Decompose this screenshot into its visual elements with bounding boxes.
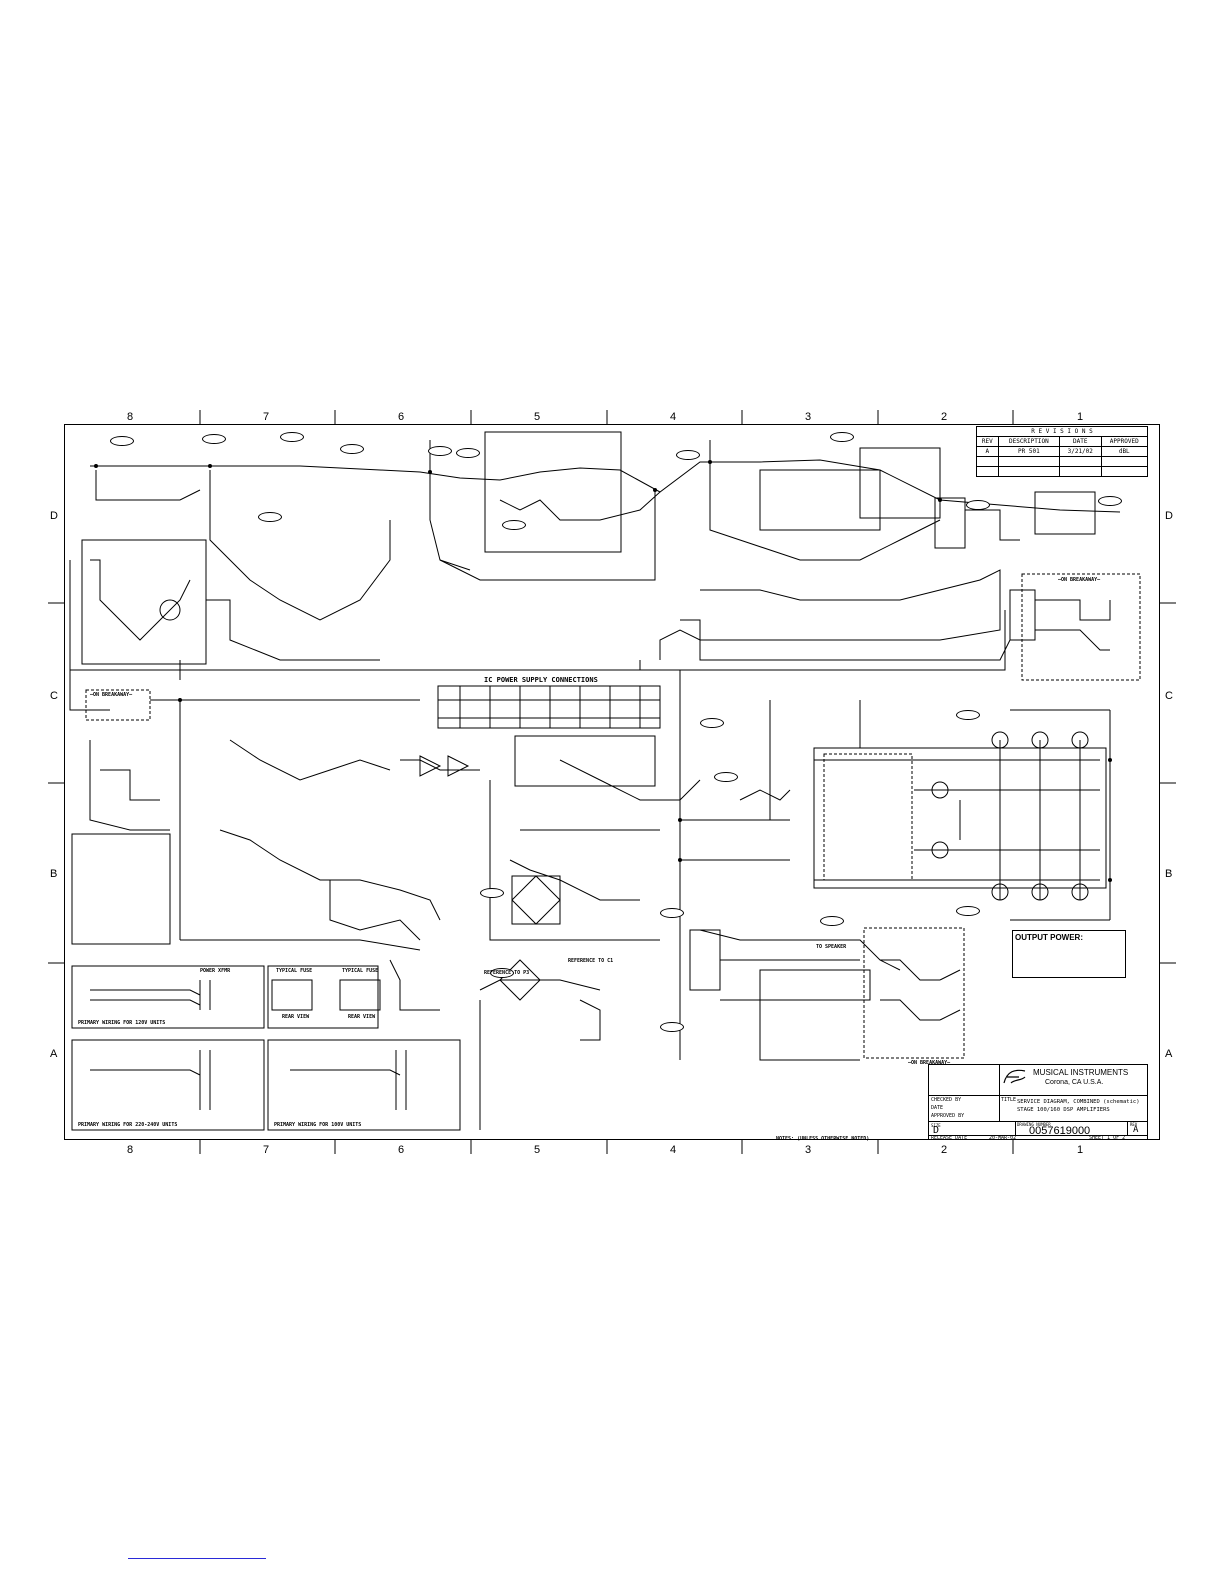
ref-oval: [110, 436, 134, 446]
ref-oval: [714, 772, 738, 782]
approved-col-header: APPROVED: [1100, 436, 1149, 447]
schematic-sheet: [64, 424, 1160, 1140]
zone-7-top: 7: [263, 411, 270, 423]
reference-p3-label: REFERENCE TO P3: [484, 970, 530, 976]
ref-oval: [340, 444, 364, 454]
approved-by-label: APPROVED BY: [931, 1113, 965, 1119]
rear-view-2-label: REAR VIEW: [348, 1014, 376, 1020]
zone-c-left: C: [50, 690, 58, 702]
notes-label: NOTES: (UNLESS OTHERWISE NOTED): [776, 1136, 870, 1142]
description-col-header: DESCRIPTION: [997, 436, 1061, 447]
title-block-notice: [929, 1065, 1000, 1095]
ref-oval: [280, 432, 304, 442]
revisions-table: R E V I S I O N S REV DESCRIPTION DATE A…: [976, 426, 1149, 477]
ref-oval: [490, 968, 514, 978]
zone-2-bottom: 2: [941, 1144, 948, 1156]
ref-oval: [660, 1022, 684, 1032]
zone-d-right: D: [1165, 510, 1173, 522]
output-power-box: OUTPUT POWER:: [1012, 930, 1126, 978]
zone-3-top: 3: [805, 411, 812, 423]
ref-oval: [456, 448, 480, 458]
approved-cell: dBL: [1100, 446, 1149, 457]
title-line-2: STAGE 100/160 DSP AMPLIFIERS: [1017, 1107, 1110, 1113]
rev-value: A: [1133, 1125, 1139, 1135]
rev-label: REV: [1130, 1122, 1138, 1127]
ref-oval: [660, 908, 684, 918]
table-row: A PR 501 3/21/02 dBL: [976, 446, 1149, 457]
drawing-number-label: DRAWING NUMBER: [1017, 1122, 1051, 1127]
zone-8-top: 8: [127, 411, 134, 423]
ref-oval: [480, 888, 504, 898]
description-cell: PR 501: [997, 446, 1061, 457]
ref-oval: [700, 718, 724, 728]
title-block: MUSICAL INSTRUMENTS Corona, CA U.S.A. CH…: [928, 1064, 1148, 1141]
date-label: DATE: [931, 1105, 944, 1111]
zone-6-bottom: 6: [398, 1144, 405, 1156]
zone-4-bottom: 4: [670, 1144, 677, 1156]
ic-power-label: IC POWER SUPPLY CONNECTIONS: [484, 676, 598, 684]
breakaway-left-label: —ON BREAKAWAY—: [90, 692, 133, 698]
wiring-100-label: PRIMARY WIRING FOR 100V UNITS: [274, 1122, 362, 1128]
zone-7-bottom: 7: [263, 1144, 270, 1156]
ref-oval: [966, 500, 990, 510]
ref-oval: [820, 916, 844, 926]
reference-c1-label: REFERENCE TO C1: [568, 958, 614, 964]
company-name: MUSICAL INSTRUMENTS: [1033, 1068, 1129, 1077]
zone-6-top: 6: [398, 411, 405, 423]
date-cell: 3/21/02: [1059, 446, 1102, 457]
breakaway-top-right-label: —ON BREAKAWAY—: [1058, 577, 1101, 583]
revisions-title: R E V I S I O N S: [976, 426, 1148, 437]
ref-oval: [956, 906, 980, 916]
release-date: 20-MAR-02: [989, 1135, 1017, 1141]
zone-1-bottom: 1: [1077, 1144, 1084, 1156]
ref-oval: [956, 710, 980, 720]
zone-3-bottom: 3: [805, 1144, 812, 1156]
size-value: D: [933, 1125, 940, 1136]
zone-b-right: B: [1165, 868, 1173, 880]
zone-c-right: C: [1165, 690, 1173, 702]
drawing-number: 0057619000: [1029, 1125, 1091, 1137]
breakaway-bottom-label: —ON BREAKAWAY—: [908, 1060, 951, 1066]
typical-fuse-220-label: TYPICAL FUSE: [342, 968, 379, 974]
typical-fuse-120-label: TYPICAL FUSE: [276, 968, 313, 974]
size-label: SIZE: [931, 1123, 941, 1128]
output-power-title: OUTPUT POWER:: [1015, 933, 1083, 942]
ref-oval: [502, 520, 526, 530]
zone-1-top: 1: [1077, 411, 1084, 423]
to-speaker-label: TO SPEAKER: [816, 944, 847, 950]
title-label: TITLE: [1001, 1097, 1017, 1103]
ref-oval: [830, 432, 854, 442]
zone-b-left: B: [50, 868, 58, 880]
zone-5-top: 5: [534, 411, 541, 423]
power-xfmr-label: POWER XFMR: [200, 968, 231, 974]
zone-d-left: D: [50, 510, 58, 522]
release-date-label: RELEASE DATE: [931, 1135, 968, 1141]
ref-oval: [258, 512, 282, 522]
sheet-number: SHEET 1 OF 2: [1089, 1135, 1126, 1141]
zone-5-bottom: 5: [534, 1144, 541, 1156]
ref-oval: [1098, 496, 1122, 506]
checked-by-label: CHECKED BY: [931, 1097, 962, 1103]
fender-logo: [1001, 1067, 1029, 1087]
title-line-1: SERVICE DIAGRAM, COMBINED (schematic): [1017, 1099, 1140, 1105]
zone-a-right: A: [1165, 1048, 1173, 1060]
zone-a-left: A: [50, 1048, 58, 1060]
rev-cell: A: [976, 446, 999, 457]
ref-oval: [676, 450, 700, 460]
date-col-header: DATE: [1059, 436, 1102, 447]
ref-oval: [428, 446, 452, 456]
rev-col-header: REV: [976, 436, 999, 447]
zone-4-top: 4: [670, 411, 677, 423]
ref-oval: [202, 434, 226, 444]
zone-2-top: 2: [941, 411, 948, 423]
company-location: Corona, CA U.S.A.: [1045, 1079, 1104, 1086]
wiring-220-label: PRIMARY WIRING FOR 220-240V UNITS: [78, 1122, 178, 1128]
zone-8-bottom: 8: [127, 1144, 134, 1156]
footer-link-underline: [128, 1558, 266, 1559]
wiring-120-label: PRIMARY WIRING FOR 120V UNITS: [78, 1020, 166, 1026]
rear-view-1-label: REAR VIEW: [282, 1014, 310, 1020]
